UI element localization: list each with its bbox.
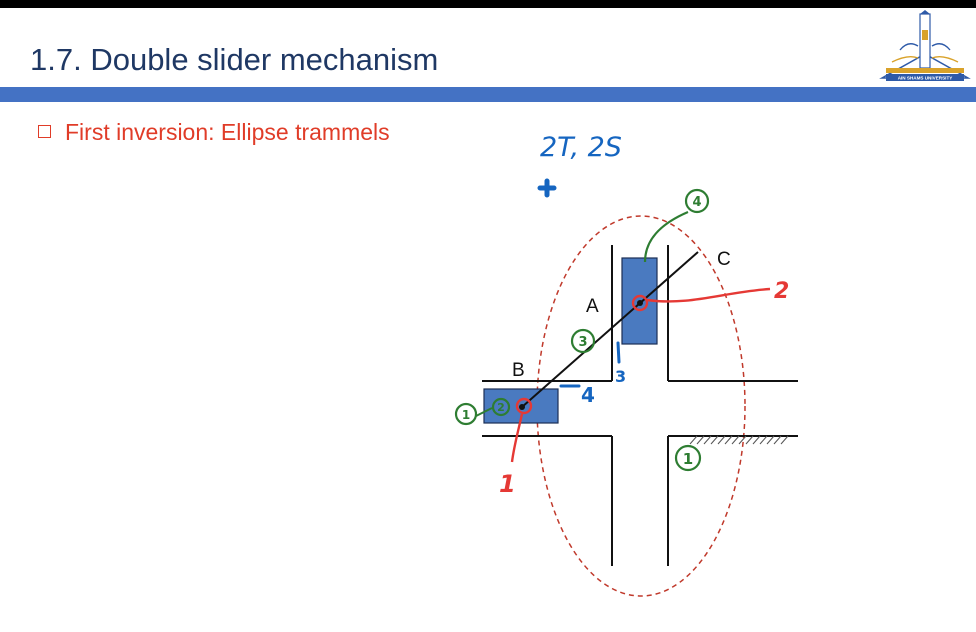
green-circle-1-left xyxy=(454,402,478,426)
link-joint-count: 2T, 2S xyxy=(540,132,622,163)
green-number-3: 3 xyxy=(578,335,587,350)
red-leader-1 xyxy=(510,413,524,463)
blue-number-4: 3 xyxy=(615,367,626,386)
red-circle-joint-1 xyxy=(515,397,533,415)
label-b: B xyxy=(512,360,525,381)
red-leader-2 xyxy=(646,287,771,303)
blue-mark-4 xyxy=(616,341,621,364)
green-leader-4 xyxy=(643,210,689,263)
ground-hatching xyxy=(689,435,789,445)
plus-cursor-icon xyxy=(537,178,557,198)
logo-text: AIN SHAMS UNIVERSITY xyxy=(898,76,953,81)
green-circle-4 xyxy=(684,188,710,214)
connecting-link xyxy=(521,251,699,408)
red-circle-joint-2 xyxy=(631,294,649,312)
label-a: A xyxy=(586,296,599,317)
blue-number-3: 4 xyxy=(581,383,595,407)
pin-b xyxy=(519,404,525,410)
green-circle-2 xyxy=(491,397,511,417)
red-number-2: 2 xyxy=(774,279,789,304)
top-border xyxy=(0,0,976,8)
label-c: C xyxy=(717,249,731,270)
bullet-point: First inversion: Ellipse trammels xyxy=(38,119,390,146)
bullet-text: First inversion: Ellipse trammels xyxy=(65,119,390,145)
green-number-2: 2 xyxy=(497,401,505,414)
guide-frame xyxy=(482,245,798,566)
university-logo: AIN SHAMS UNIVERSITY xyxy=(879,10,971,81)
pin-a xyxy=(637,300,643,306)
green-number-4: 4 xyxy=(692,195,701,210)
green-number-1-ground: 1 xyxy=(683,450,693,468)
red-number-1: 1 xyxy=(499,470,516,498)
green-number-1-left: 1 xyxy=(462,408,470,422)
slide-title: 1.7. Double slider mechanism xyxy=(30,42,439,77)
square-bullet-icon xyxy=(38,125,51,138)
title-underline-bar xyxy=(0,87,976,102)
green-leader-2 xyxy=(475,407,493,417)
green-circle-3 xyxy=(570,328,596,354)
green-circle-1-ground xyxy=(674,444,702,472)
